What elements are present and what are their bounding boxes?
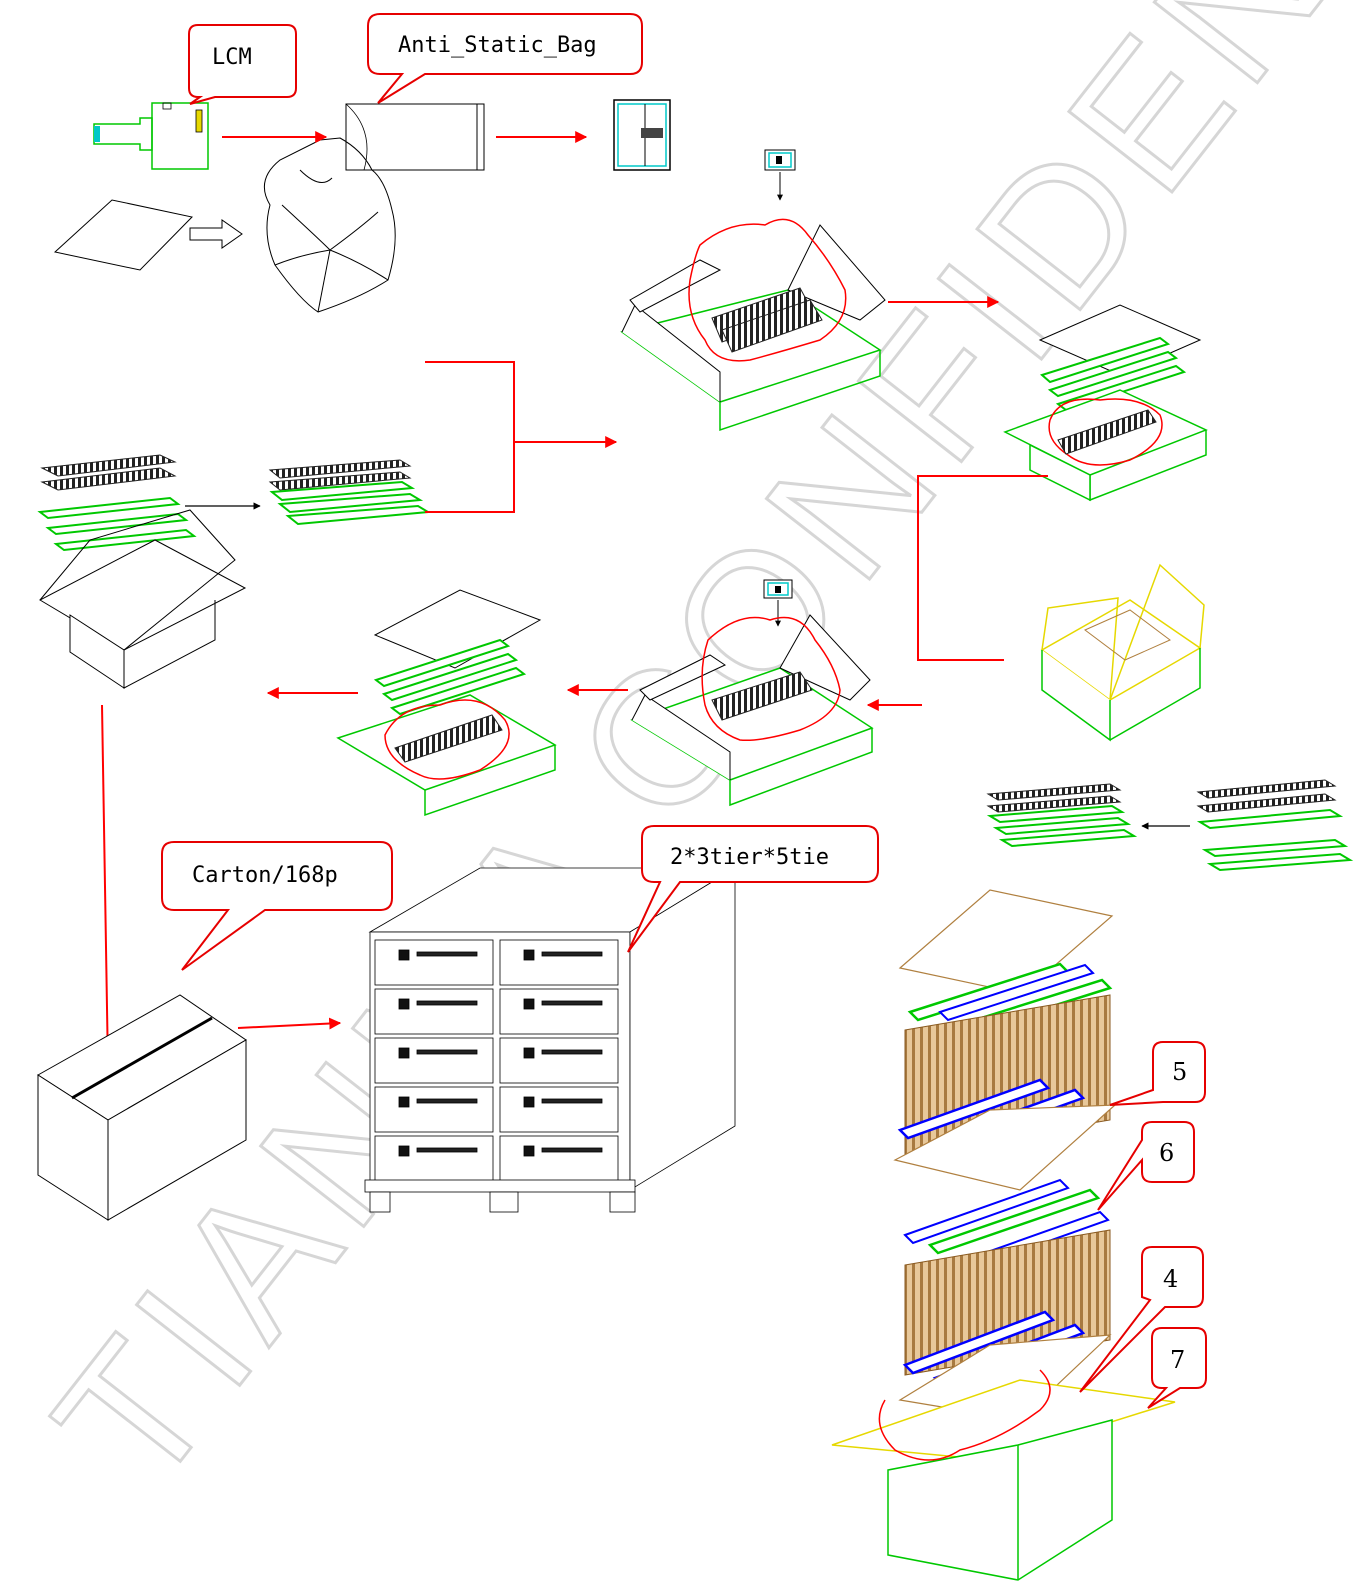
- carton-label-barcode: [416, 951, 478, 957]
- callout-7: 7: [1147, 1327, 1207, 1409]
- carton-label-mark: [398, 1047, 410, 1059]
- carton-label-panel: [374, 988, 494, 1035]
- outer-carton-open: [1040, 563, 1205, 742]
- callout-7-label: 7: [1170, 1346, 1185, 1374]
- carton-label-mark: [523, 998, 535, 1010]
- carton-label-barcode: [416, 1147, 478, 1153]
- pallet-load: [364, 867, 737, 1213]
- carton-label-mark: [523, 1145, 535, 1157]
- tray-stack-middle: [268, 459, 432, 526]
- callout-6-label: 6: [1159, 1139, 1174, 1167]
- carton-label-panel: [499, 1135, 619, 1182]
- carton-label-barcode: [416, 1000, 478, 1006]
- outer-carton-with-trays: [37, 454, 247, 689]
- inner-box-with-bag-1: [620, 218, 886, 432]
- pallet-callout: 2*3tier*5tie: [627, 825, 879, 953]
- carton-label-barcode: [416, 1098, 478, 1104]
- carton-label-panel: [499, 939, 619, 986]
- inner-box-with-bag-2: [630, 614, 874, 807]
- carton-label-mark: [398, 998, 410, 1010]
- carton-label-mark: [398, 1145, 410, 1157]
- carton-label-mark: [523, 1096, 535, 1108]
- crumpled-bag: [263, 137, 396, 313]
- carton-label-mark: [398, 1096, 410, 1108]
- carton-label-barcode: [541, 1000, 603, 1006]
- tray-stack-right-b: [1196, 779, 1354, 872]
- carton-callout: Carton/168p: [161, 841, 393, 971]
- carton-label-panel: [499, 1037, 619, 1084]
- inner-box-with-trays: [1003, 304, 1208, 502]
- carton-label-panel: [374, 1135, 494, 1182]
- lcm-module: [93, 102, 209, 170]
- mini-lcm-icon-1: [764, 149, 796, 201]
- flat-sheet: [53, 199, 243, 271]
- carton-label-panel: [499, 1086, 619, 1133]
- tray-stack-right-a: [986, 783, 1138, 848]
- carton-label: Carton/168p: [192, 863, 338, 888]
- callout-4: 4: [1079, 1246, 1204, 1393]
- carton-label-mark: [523, 1047, 535, 1059]
- carton-label-barcode: [416, 1049, 478, 1055]
- carton-label-panel: [374, 1086, 494, 1133]
- carton-label-barcode: [541, 1147, 603, 1153]
- carton-label-mark: [523, 949, 535, 961]
- sealed-carton: [37, 994, 247, 1221]
- inner-box-with-trays-2: [336, 589, 557, 817]
- bagged-lcm: [613, 99, 671, 171]
- carton-label-barcode: [541, 1049, 603, 1055]
- pallet-label: 2*3tier*5tie: [670, 845, 829, 870]
- bag-callout: Anti_Static_Bag: [367, 13, 643, 104]
- carton-label-panel: [374, 1037, 494, 1084]
- exploded-view: [831, 889, 1176, 1581]
- callout-4-label: 4: [1163, 1265, 1178, 1293]
- lcm-label: LCM: [212, 45, 252, 70]
- bag-label: Anti_Static_Bag: [398, 33, 597, 58]
- carton-label-mark: [398, 949, 410, 961]
- carton-label-barcode: [541, 1098, 603, 1104]
- anti-static-bag: [345, 103, 485, 171]
- callout-6: 6: [1097, 1121, 1195, 1211]
- carton-label-panel: [374, 939, 494, 986]
- lcm-callout: LCM: [188, 24, 297, 105]
- mini-lcm-icon-2: [763, 579, 793, 627]
- carton-label-panel: [499, 988, 619, 1035]
- callout-5-label: 5: [1172, 1058, 1187, 1086]
- callout-5: 5: [1109, 1041, 1206, 1106]
- carton-label-barcode: [541, 951, 603, 957]
